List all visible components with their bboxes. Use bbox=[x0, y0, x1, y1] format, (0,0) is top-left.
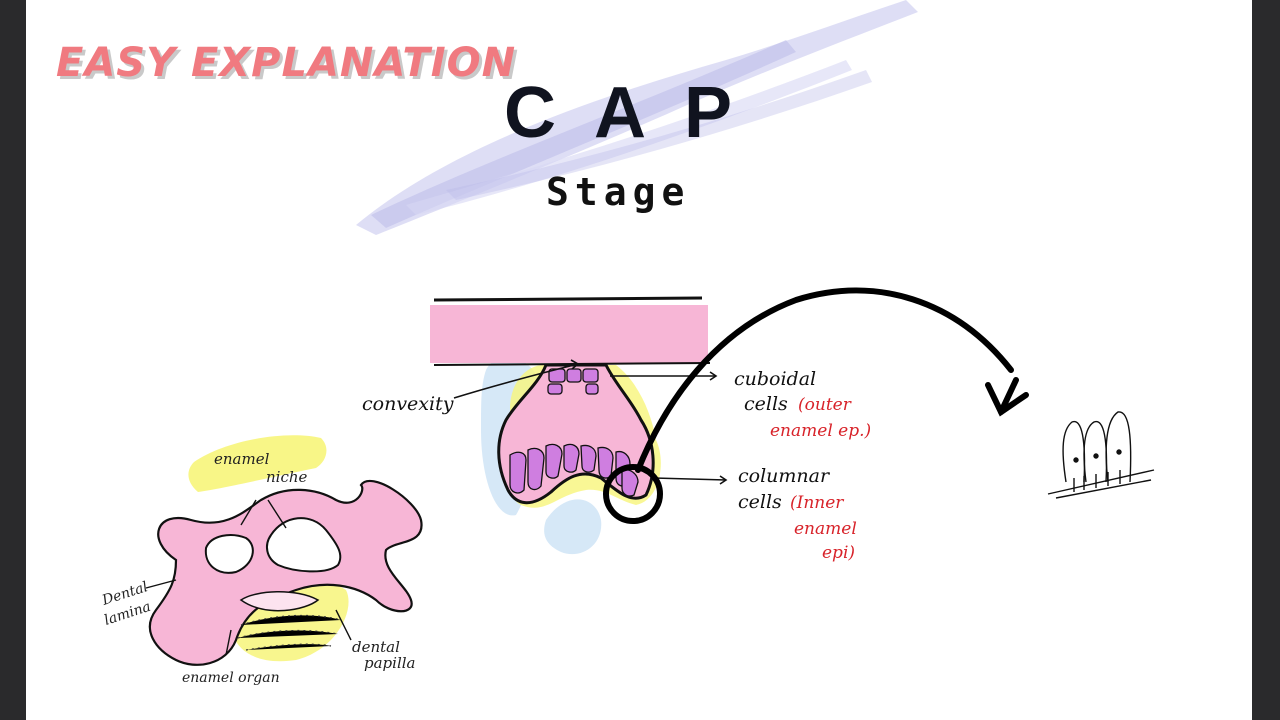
subtitle: Stage bbox=[546, 170, 691, 214]
whiteboard-canvas: EASY EXPLANATION bbox=[26, 0, 1252, 720]
label-dental-papilla-1: dental bbox=[352, 638, 400, 656]
label-enamel-organ: enamel organ bbox=[182, 670, 280, 686]
label-columnar-note-3: epi) bbox=[822, 543, 855, 563]
oral-epithelium-band bbox=[430, 305, 708, 363]
label-cuboidal-note-1: (outer bbox=[798, 395, 852, 415]
brush-stroke-decoration bbox=[356, 0, 918, 235]
blue-highlight-bottom bbox=[544, 499, 602, 555]
columnar-cells bbox=[509, 443, 639, 497]
label-columnar-note-2: enamel bbox=[794, 519, 857, 539]
inner-niche-shape bbox=[239, 591, 320, 612]
label-cuboidal-note-2: enamel ep.) bbox=[770, 421, 871, 441]
main-title: CAP bbox=[504, 73, 771, 153]
columnar-cells-sketch-icon bbox=[1047, 411, 1155, 499]
label-enamel-niche-1: enamel bbox=[214, 450, 270, 468]
label-columnar-1: columnar bbox=[738, 465, 831, 487]
diagram-canvas: enamel niche Dental lamina enamel organ … bbox=[99, 0, 1155, 686]
label-columnar-2: cells bbox=[738, 491, 782, 513]
left-cap-diagram: enamel niche Dental lamina enamel organ … bbox=[99, 435, 423, 686]
label-convexity: convexity bbox=[362, 393, 454, 415]
curved-arrow-icon bbox=[635, 287, 1029, 473]
label-cuboidal-1: cuboidal bbox=[734, 368, 816, 390]
niche-right bbox=[265, 517, 342, 573]
papilla-dots bbox=[237, 614, 342, 651]
label-columnar-note-1: (Inner bbox=[790, 493, 844, 513]
zoom-circle bbox=[603, 464, 663, 524]
center-leader-lines bbox=[453, 359, 728, 485]
center-cap-diagram: convexity cuboidal cells (outer enamel e… bbox=[362, 296, 871, 563]
label-cuboidal-2: cells bbox=[744, 393, 788, 415]
cuboidal-cells bbox=[547, 368, 599, 395]
niche-left bbox=[204, 534, 254, 574]
label-enamel-niche-2: niche bbox=[266, 468, 308, 486]
left-leader-lines bbox=[145, 499, 352, 656]
easy-explanation-tag: EASY EXPLANATION bbox=[56, 40, 517, 86]
label-dental-papilla-2: papilla bbox=[364, 654, 415, 672]
niche-highlight bbox=[188, 435, 327, 492]
epithelium-top-line bbox=[433, 296, 703, 302]
enamel-organ-shape bbox=[148, 479, 423, 666]
